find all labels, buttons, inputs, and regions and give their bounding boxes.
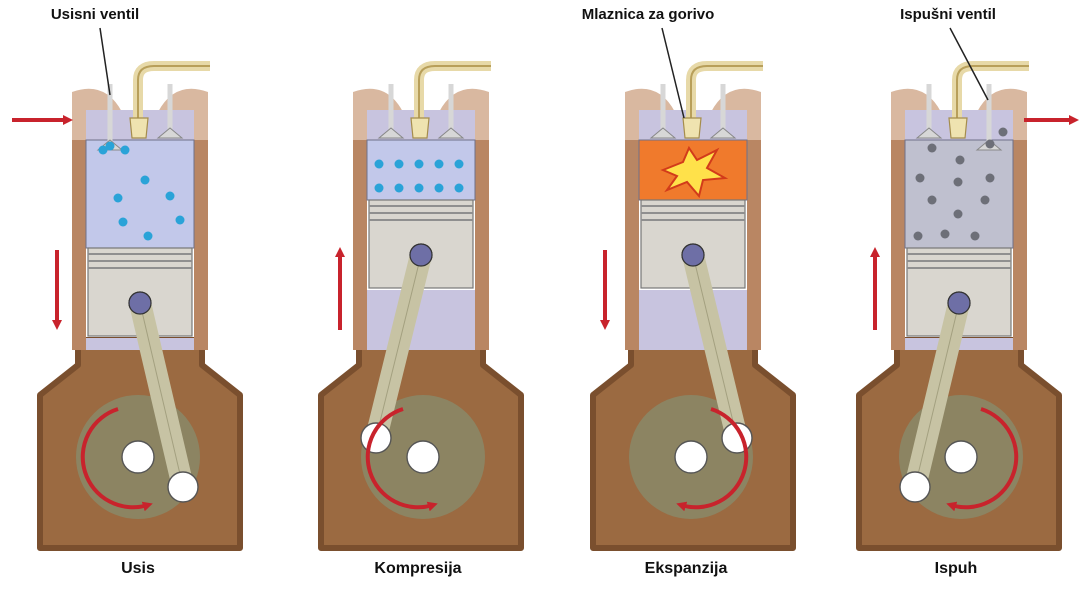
fuel-drop <box>455 160 464 169</box>
wrist-pin <box>129 292 151 314</box>
fuel-injector <box>130 118 148 138</box>
wrist-pin <box>682 244 704 266</box>
fuel-drop <box>166 192 175 201</box>
stroke-label-expansion: Ekspanzija <box>645 560 728 578</box>
exhaust-particle <box>986 174 995 183</box>
fuel-drop <box>375 160 384 169</box>
exhaust-particle <box>914 232 923 241</box>
exhaust-particle <box>941 230 950 239</box>
fuel-injector-callout: Mlaznica za gorivo <box>582 6 715 23</box>
exhaust-particle <box>971 232 980 241</box>
fuel-drop <box>141 176 150 185</box>
fuel-drop <box>415 184 424 193</box>
exhaust-particle <box>916 174 925 183</box>
wrist-pin <box>410 244 432 266</box>
stroke-label-intake: Usis <box>121 560 155 578</box>
fuel-drop <box>415 160 424 169</box>
engine-intake <box>40 66 240 548</box>
fuel-drop <box>121 146 130 155</box>
exhaust-valve-callout: Ispušni ventil <box>900 6 996 23</box>
fuel-drop <box>176 216 185 225</box>
stroke-label-compression: Kompresija <box>374 560 461 578</box>
exhaust-particle <box>954 210 963 219</box>
fuel-drop <box>375 184 384 193</box>
crankshaft <box>675 441 707 473</box>
fuel-drop <box>114 194 123 203</box>
intake-valve-leader <box>100 28 110 95</box>
fuel-drop <box>99 146 108 155</box>
crank-pin <box>168 472 198 502</box>
fuel-drop <box>435 184 444 193</box>
stroke-label-exhaust: Ispuh <box>935 560 978 578</box>
exhaust-particle <box>981 196 990 205</box>
fuel-drop <box>435 160 444 169</box>
engine-exhaust <box>859 66 1059 548</box>
fuel-drop <box>144 232 153 241</box>
exhaust-particle <box>954 178 963 187</box>
fuel-injector <box>411 118 429 138</box>
exhaust-particle <box>986 140 995 149</box>
fuel-injector <box>683 118 701 138</box>
fuel-drop <box>119 218 128 227</box>
crankshaft <box>122 441 154 473</box>
exhaust-particle <box>999 128 1008 137</box>
fuel-injector <box>949 118 967 138</box>
combustion-chamber <box>86 140 194 248</box>
exhaust-particle <box>956 156 965 165</box>
wrist-pin <box>948 292 970 314</box>
exhaust-particle <box>928 144 937 153</box>
crankshaft <box>407 441 439 473</box>
crankshaft <box>945 441 977 473</box>
engine-compression <box>321 66 521 548</box>
fuel-drop <box>455 184 464 193</box>
engine-expansion <box>593 66 793 548</box>
crank-pin <box>900 472 930 502</box>
intake-valve-callout: Usisni ventil <box>51 6 139 23</box>
fuel-drop <box>395 160 404 169</box>
exhaust-particle <box>928 196 937 205</box>
fuel-drop <box>395 184 404 193</box>
